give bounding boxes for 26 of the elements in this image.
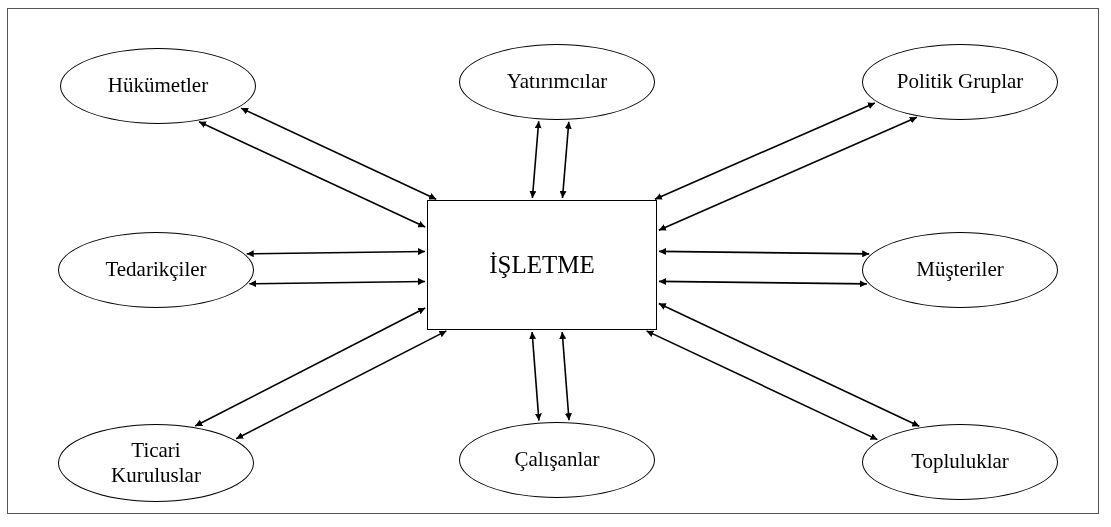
double-arrow	[198, 120, 426, 228]
double-arrow	[559, 120, 572, 199]
double-arrow	[658, 116, 918, 231]
double-arrow	[194, 307, 426, 427]
double-arrow	[529, 120, 542, 199]
node-label: Topluluklar	[911, 449, 1009, 475]
double-arrow	[658, 248, 870, 258]
node-label: İŞLETME	[489, 250, 595, 280]
double-arrow	[559, 331, 572, 422]
node-label: Ticari Kuruluslar	[110, 437, 202, 489]
double-arrow	[235, 330, 448, 440]
double-arrow	[658, 302, 921, 428]
node-label: Hükümetler	[107, 73, 209, 99]
double-arrow	[658, 278, 868, 288]
node-label: Çalışanlar	[514, 447, 600, 473]
business-box	[427, 200, 657, 330]
node-label: Politik Gruplar	[896, 69, 1024, 95]
node-label: Müşteriler	[916, 257, 1004, 283]
double-arrow	[529, 331, 542, 422]
double-arrow	[645, 330, 879, 441]
double-arrow	[654, 102, 876, 200]
node-label: Yatırımcılar	[506, 69, 608, 95]
double-arrow	[245, 248, 426, 258]
double-arrow	[248, 278, 426, 288]
double-arrow	[240, 107, 437, 200]
node-label: Tedarikçiler	[105, 257, 207, 283]
